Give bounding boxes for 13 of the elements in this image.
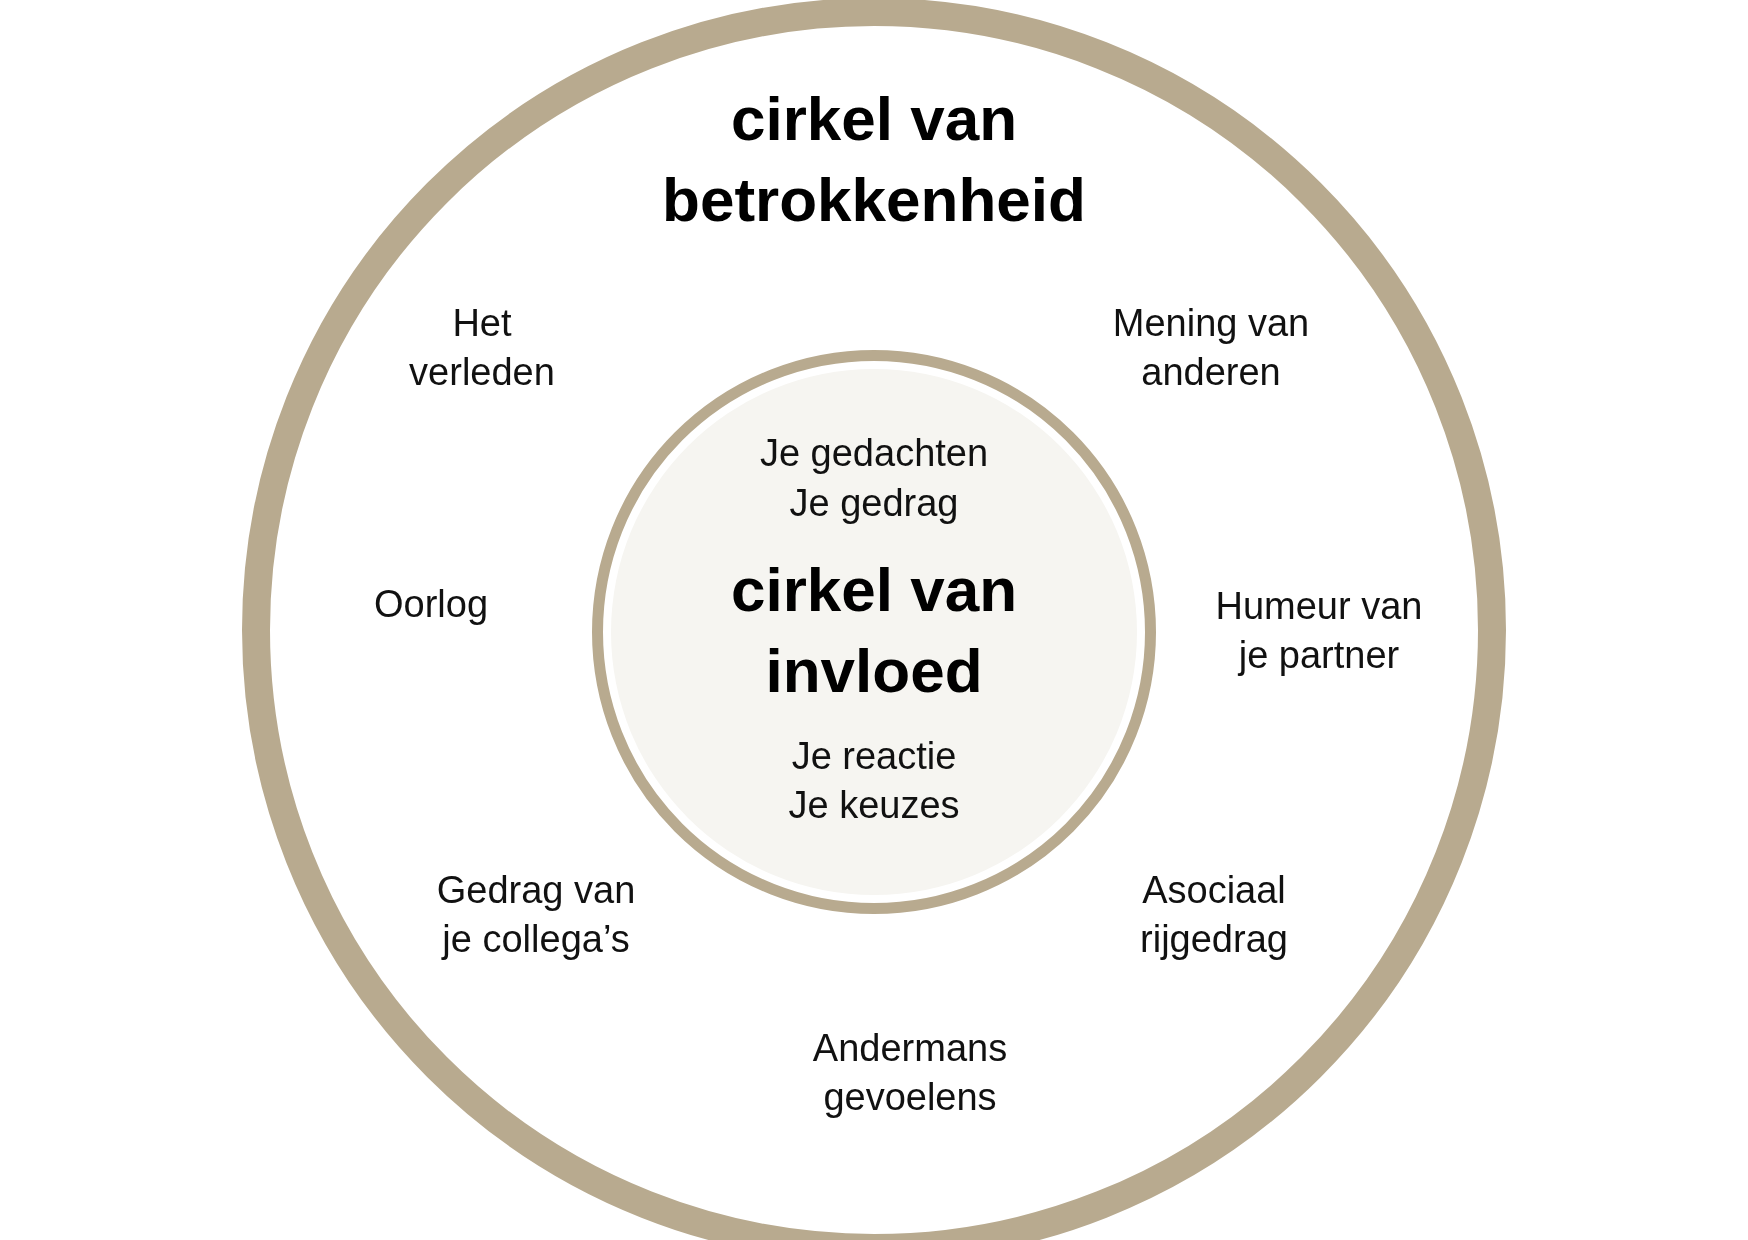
item-label: Gedrag van je collega’s [435,867,637,962]
item-label: Mening van anderen [1111,300,1311,395]
item-label: Je gedachten [758,431,990,477]
item-label: Je reactie [790,734,958,780]
item-label: Andermans gevoelens [811,1025,1009,1120]
item-label: Oorlog [372,582,490,628]
item-label: Je gedrag [788,481,960,527]
item-label: Humeur van je partner [1214,583,1424,678]
item-label: Asociaal rijgedrag [1139,867,1289,962]
item-label: Je keuzes [787,783,961,829]
item-label: Het verleden [408,300,556,395]
circle-heading: cirkel van invloed [729,554,1019,707]
circle-heading: cirkel van betrokkenheid [661,83,1087,236]
